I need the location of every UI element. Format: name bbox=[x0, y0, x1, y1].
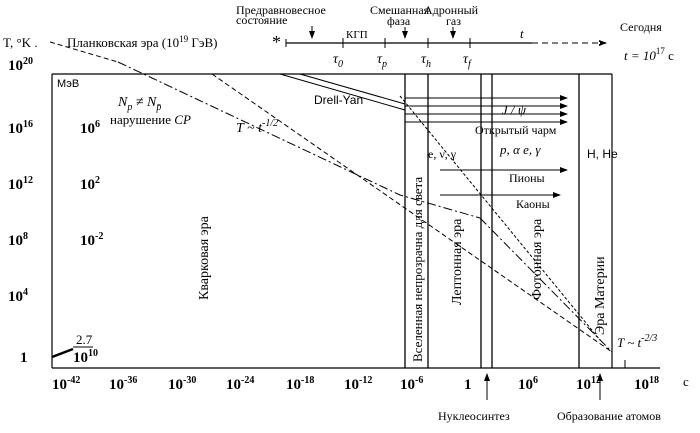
np-ne-label: Np ≠ Np̄ bbox=[117, 95, 161, 113]
x-tick-label: 1012 bbox=[576, 375, 601, 393]
t-arrow-label: t bbox=[520, 26, 524, 41]
y-temp-label: 1016 bbox=[8, 119, 33, 137]
qgp-label: КГП bbox=[346, 29, 368, 41]
photon-era-label: Фотонная эра bbox=[530, 218, 545, 300]
matter-era-label: Эра Материи bbox=[593, 256, 608, 335]
tau0-label: τ0 bbox=[333, 52, 343, 70]
hadron-gas-label-1: Адронный bbox=[424, 3, 479, 17]
x-tick-label: 1 bbox=[464, 377, 472, 393]
quark-era-label: Кварковая эра bbox=[197, 215, 212, 300]
e-nu-gamma-label: e, ν, γ bbox=[428, 147, 457, 161]
drell-yan-line bbox=[279, 73, 406, 111]
x-tick-label: 10-24 bbox=[226, 375, 254, 393]
cmb-arrow bbox=[51, 347, 74, 359]
drell-yan-label: Drell-Yan bbox=[314, 93, 363, 107]
energy-unit-label: МэВ bbox=[57, 78, 79, 90]
open-charm-label: Открытый чарм bbox=[475, 123, 557, 137]
today-time-label: t = 1017 c bbox=[624, 46, 674, 63]
upper-line bbox=[299, 73, 406, 105]
particle-arrows bbox=[405, 95, 568, 198]
y-energy-label: 10-2 bbox=[80, 231, 103, 249]
x-tick-label: 10-12 bbox=[344, 375, 372, 393]
y-temp-label: 108 bbox=[8, 231, 28, 249]
x-axis: 10-42 10-36 10-30 10-24 10-18 10-12 10-6… bbox=[52, 373, 689, 423]
svg-text:2.7: 2.7 bbox=[76, 332, 93, 347]
mixed-phase-label-1: Смешанная bbox=[370, 3, 430, 17]
lower-dashed-curve bbox=[211, 73, 613, 353]
pre-equilibrium-label-1: Предравновесное bbox=[236, 3, 326, 17]
hadron-gas-label-2: газ bbox=[446, 14, 461, 28]
y-energy-label: 102 bbox=[80, 175, 100, 193]
p-alpha-label: p, α e, γ bbox=[499, 142, 541, 157]
pions-label: Пионы bbox=[509, 171, 545, 185]
photon-dashed-curve bbox=[399, 95, 601, 341]
annotations: Np ≠ Np̄ нарушение CP T ~ t-1/2 Drell-Ya… bbox=[110, 93, 657, 350]
svg-text:1010: 1010 bbox=[73, 348, 98, 366]
asterisk-icon: * bbox=[272, 32, 281, 52]
y-temp-label: 1012 bbox=[8, 175, 33, 193]
x-tick-label: 1018 bbox=[634, 375, 659, 393]
cmb-temperature-label: 2.7 1010 bbox=[51, 332, 98, 366]
y-axis: 1020 1016 1012 108 104 1 МэВ 106 102 10-… bbox=[8, 56, 103, 366]
y-temp-label: 1 bbox=[20, 350, 28, 366]
header: T, °K . Планковская эра (1019 ГэВ) * Пре… bbox=[3, 3, 674, 70]
x-unit-label: c bbox=[683, 374, 689, 389]
x-tick-label: 10-36 bbox=[109, 375, 137, 393]
kaons-label: Каоны bbox=[516, 197, 550, 211]
plot-frame bbox=[51, 73, 660, 369]
x-tick-label: 10-30 bbox=[168, 375, 196, 393]
temperature-curves bbox=[117, 61, 613, 353]
opaque-universe-label: Вселенная непрозрачна для света bbox=[410, 177, 425, 362]
planck-era-label: Планковская эра (1019 ГэВ) bbox=[67, 34, 218, 50]
tau-labels: τ0 τp τh τf bbox=[333, 52, 472, 70]
x-tick-label: 10-18 bbox=[286, 375, 314, 393]
temperature-axis-label: T, °K . bbox=[3, 35, 38, 50]
t-law-two-thirds-curve bbox=[479, 217, 613, 353]
cp-violation-label: нарушение CP bbox=[110, 112, 191, 127]
taup-label: τp bbox=[377, 52, 387, 70]
t-law-half-curve bbox=[117, 61, 481, 219]
era-boundaries bbox=[404, 74, 580, 368]
today-label: Сегодня bbox=[620, 20, 662, 34]
nucleosynthesis-label: Нуклеосинтез bbox=[438, 409, 510, 423]
mixed-phase-label-2: фаза bbox=[387, 14, 411, 28]
y-energy-label: 106 bbox=[80, 119, 100, 137]
x-tick-label: 10-6 bbox=[400, 375, 423, 393]
t-law-half-label: T ~ t-1/2 bbox=[236, 118, 278, 136]
atom-formation-label: Образование атомов bbox=[557, 409, 661, 423]
x-tick-label: 10-42 bbox=[52, 375, 80, 393]
jpsi-label: J / ψ bbox=[502, 102, 527, 117]
pre-equilibrium-label-2: состояние bbox=[236, 13, 288, 27]
h-he-label: H, He bbox=[587, 147, 618, 161]
x-tick-label: 106 bbox=[518, 375, 538, 393]
tauf-label: τf bbox=[463, 52, 472, 70]
era-labels: Кварковая эра Вселенная непрозрачна для … bbox=[197, 177, 608, 362]
tauh-label: τh bbox=[421, 52, 431, 70]
lepton-era-label: Лептонная эра bbox=[450, 218, 465, 305]
planck-dashed-line bbox=[49, 41, 119, 63]
y-temp-label: 104 bbox=[8, 287, 28, 305]
t-law-two-thirds-label: T ~ t-2/3 bbox=[617, 333, 657, 350]
y-temp-label: 1020 bbox=[8, 56, 33, 74]
